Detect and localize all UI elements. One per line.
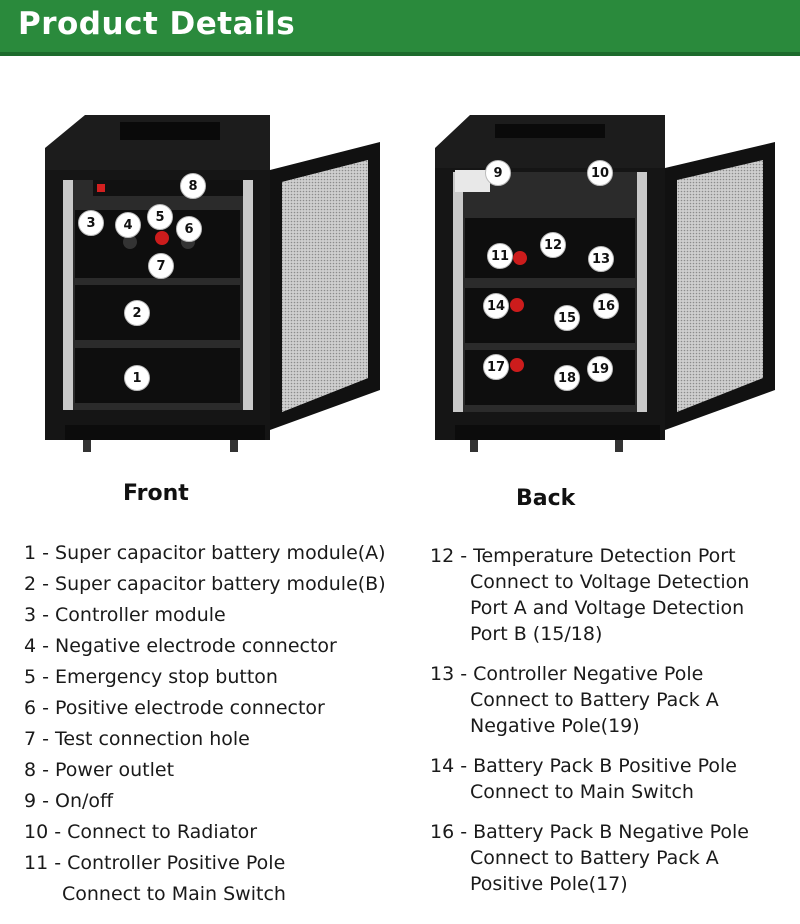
front-marker-5: 5 (147, 204, 173, 230)
list-item-line: 13 - Controller Negative Pole (430, 663, 704, 685)
list-item-line: 16 - Battery Pack B Negative Pole (430, 821, 749, 843)
list-item: 9 - On/off (24, 790, 114, 812)
list-item: 16 - Battery Pack B Negative Pole Connec… (430, 819, 749, 897)
right-parts-list: 12 - Temperature Detection Port Connect … (430, 543, 749, 911)
back-marker-18: 18 (554, 365, 580, 391)
list-item: 14 - Battery Pack B Positive Pole Connec… (430, 753, 749, 805)
list-item-line: 14 - Battery Pack B Positive Pole (430, 755, 737, 777)
back-marker-9: 9 (485, 160, 511, 186)
list-item: 8 - Power outlet (24, 759, 175, 781)
front-marker-1: 1 (124, 365, 150, 391)
header-underline (0, 52, 800, 56)
front-marker-2: 2 (124, 300, 150, 326)
list-item: 1 - Super capacitor battery module(A) (24, 542, 386, 564)
list-item-line: Port B (15/18) (470, 623, 603, 645)
list-item: 5 - Emergency stop button (24, 666, 278, 688)
list-item-line: Connect to Battery Pack A (470, 847, 719, 869)
list-item-line: Negative Pole(19) (470, 715, 640, 737)
list-item: 6 - Positive electrode connector (24, 697, 325, 719)
front-cabinet-illustration (45, 115, 380, 452)
front-marker-6: 6 (176, 216, 202, 242)
list-item-line: 12 - Temperature Detection Port (430, 545, 736, 567)
front-marker-8: 8 (180, 173, 206, 199)
list-item-line: Positive Pole(17) (470, 873, 628, 895)
list-item-line: Connect to Battery Pack A (470, 689, 719, 711)
list-item: 7 - Test connection hole (24, 728, 250, 750)
list-item: 3 - Controller module (24, 604, 226, 626)
caption-front: Front (123, 481, 189, 506)
list-item-line: Connect to Voltage Detection (470, 571, 750, 593)
page-title: Product Details (18, 6, 296, 42)
back-marker-19: 19 (587, 356, 613, 382)
list-item-line: Connect to Main Switch (470, 781, 694, 803)
list-item-line: Port A and Voltage Detection (470, 597, 745, 619)
list-item: 13 - Controller Negative Pole Connect to… (430, 661, 749, 739)
front-marker-3: 3 (78, 210, 104, 236)
back-marker-10: 10 (587, 160, 613, 186)
left-parts-list: 1 - Super capacitor battery module(A) 2 … (24, 538, 386, 910)
front-marker-4: 4 (115, 212, 141, 238)
back-cabinet-photo: 9 10 11 12 13 14 15 16 17 18 19 (425, 100, 795, 470)
list-item: 12 - Temperature Detection Port Connect … (430, 543, 749, 647)
front-marker-7: 7 (148, 253, 174, 279)
list-item: 10 - Connect to Radiator (24, 821, 258, 843)
front-cabinet-photo: 8 3 4 5 6 7 2 1 (35, 100, 400, 470)
list-item: 2 - Super capacitor battery module(B) (24, 573, 386, 595)
back-marker-16: 16 (593, 293, 619, 319)
back-marker-15: 15 (554, 305, 580, 331)
back-marker-14: 14 (483, 293, 509, 319)
header-banner: Product Details (0, 0, 800, 52)
list-item-continuation: Connect to Main Switch (62, 883, 286, 905)
back-marker-13: 13 (588, 246, 614, 272)
back-marker-12: 12 (540, 232, 566, 258)
back-marker-17: 17 (483, 354, 509, 380)
caption-back: Back (516, 486, 576, 511)
list-item: 4 - Negative electrode connector (24, 635, 337, 657)
list-item: 11 - Controller Positive Pole (24, 852, 286, 874)
back-marker-11: 11 (487, 243, 513, 269)
back-cabinet-illustration (435, 115, 775, 452)
